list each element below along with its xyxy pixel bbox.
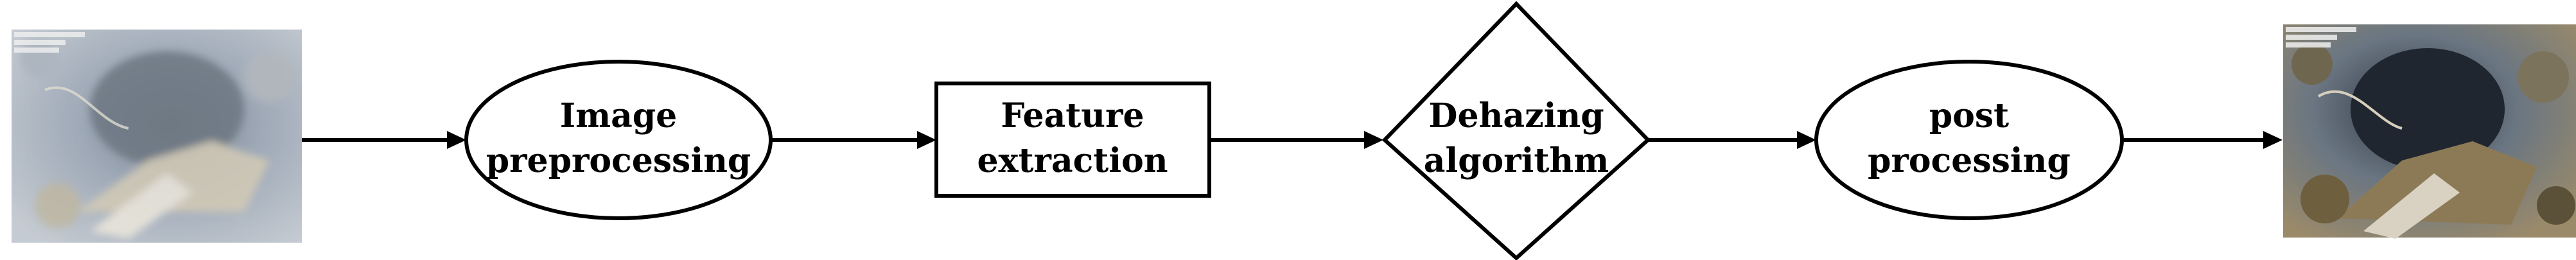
node-label-line: algorithm	[1424, 141, 1609, 180]
node-label-line: post	[1929, 96, 2009, 135]
node-label-line: extraction	[977, 141, 1168, 180]
node-image-preprocessing: Image preprocessing	[464, 60, 773, 220]
arrow-input-to-preprocessing	[302, 131, 466, 149]
node-label-line: Feature	[1001, 96, 1144, 135]
node-feature-extraction: Feature extraction	[934, 82, 1211, 198]
input-image	[12, 30, 302, 243]
node-label-line: preprocessing	[486, 141, 751, 180]
node-label-line: Image	[560, 96, 677, 135]
arrow-post-to-output	[2122, 131, 2282, 149]
arrow-preprocessing-to-feature	[771, 131, 936, 149]
node-post-processing: post processing	[1814, 60, 2124, 220]
arrow-dehazing-to-post	[1648, 131, 1816, 149]
node-dehazing-algorithm: Dehazing algorithm	[1381, 1, 1651, 260]
node-label-line: Dehazing	[1428, 96, 1604, 135]
arrow-feature-to-dehazing	[1209, 131, 1383, 149]
output-image	[2283, 24, 2576, 239]
node-label-line: processing	[1868, 141, 2071, 180]
